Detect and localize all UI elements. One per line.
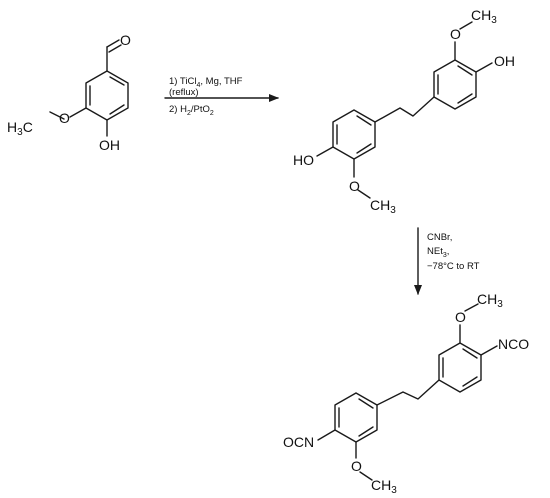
diisocyanate-structure: O CH3 NCO OCN O CH3 [283,291,529,496]
methoxy-oxygen-label: O [59,110,70,126]
condition-line: CNBr, [427,232,452,243]
hydroxyl-label: OH [99,137,120,153]
condition-line: −78°C to RT [427,261,480,272]
methoxy-oxygen-label: O [450,26,461,42]
condition-line: (reflux) [169,87,199,98]
condition-line: NEt3, [427,246,449,259]
condition-line: 1) TiCl4, Mg, THF [169,76,243,89]
methyl-label: CH3 [370,197,396,216]
methyl-label: CH3 [471,7,497,26]
methyl-label: CH3 [371,477,397,496]
isocyanate-label: NCO [498,336,529,352]
diol-structure: O CH3 OH HO O CH3 [293,7,515,216]
methyl-label: CH3 [477,291,503,310]
isocyanate-label: OCN [283,434,314,450]
reaction-step-1: 1) TiCl4, Mg, THF (reflux) 2) H2/PtO2 [164,76,279,117]
hydroxyl-label: HO [293,152,314,168]
methoxy-oxygen-label: O [349,178,360,194]
aldehyde-oxygen-label: O [120,32,131,48]
methoxy-oxygen-label: O [351,458,362,474]
vanillin-structure: O H3C O OH [7,32,131,153]
methoxy-oxygen-label: O [455,309,466,325]
condition-line: 2) H2/PtO2 [169,104,214,117]
hydroxyl-label: OH [494,53,515,69]
methyl-label: H3C [7,119,33,138]
reaction-step-2: CNBr, NEt3, −78°C to RT [414,227,480,295]
